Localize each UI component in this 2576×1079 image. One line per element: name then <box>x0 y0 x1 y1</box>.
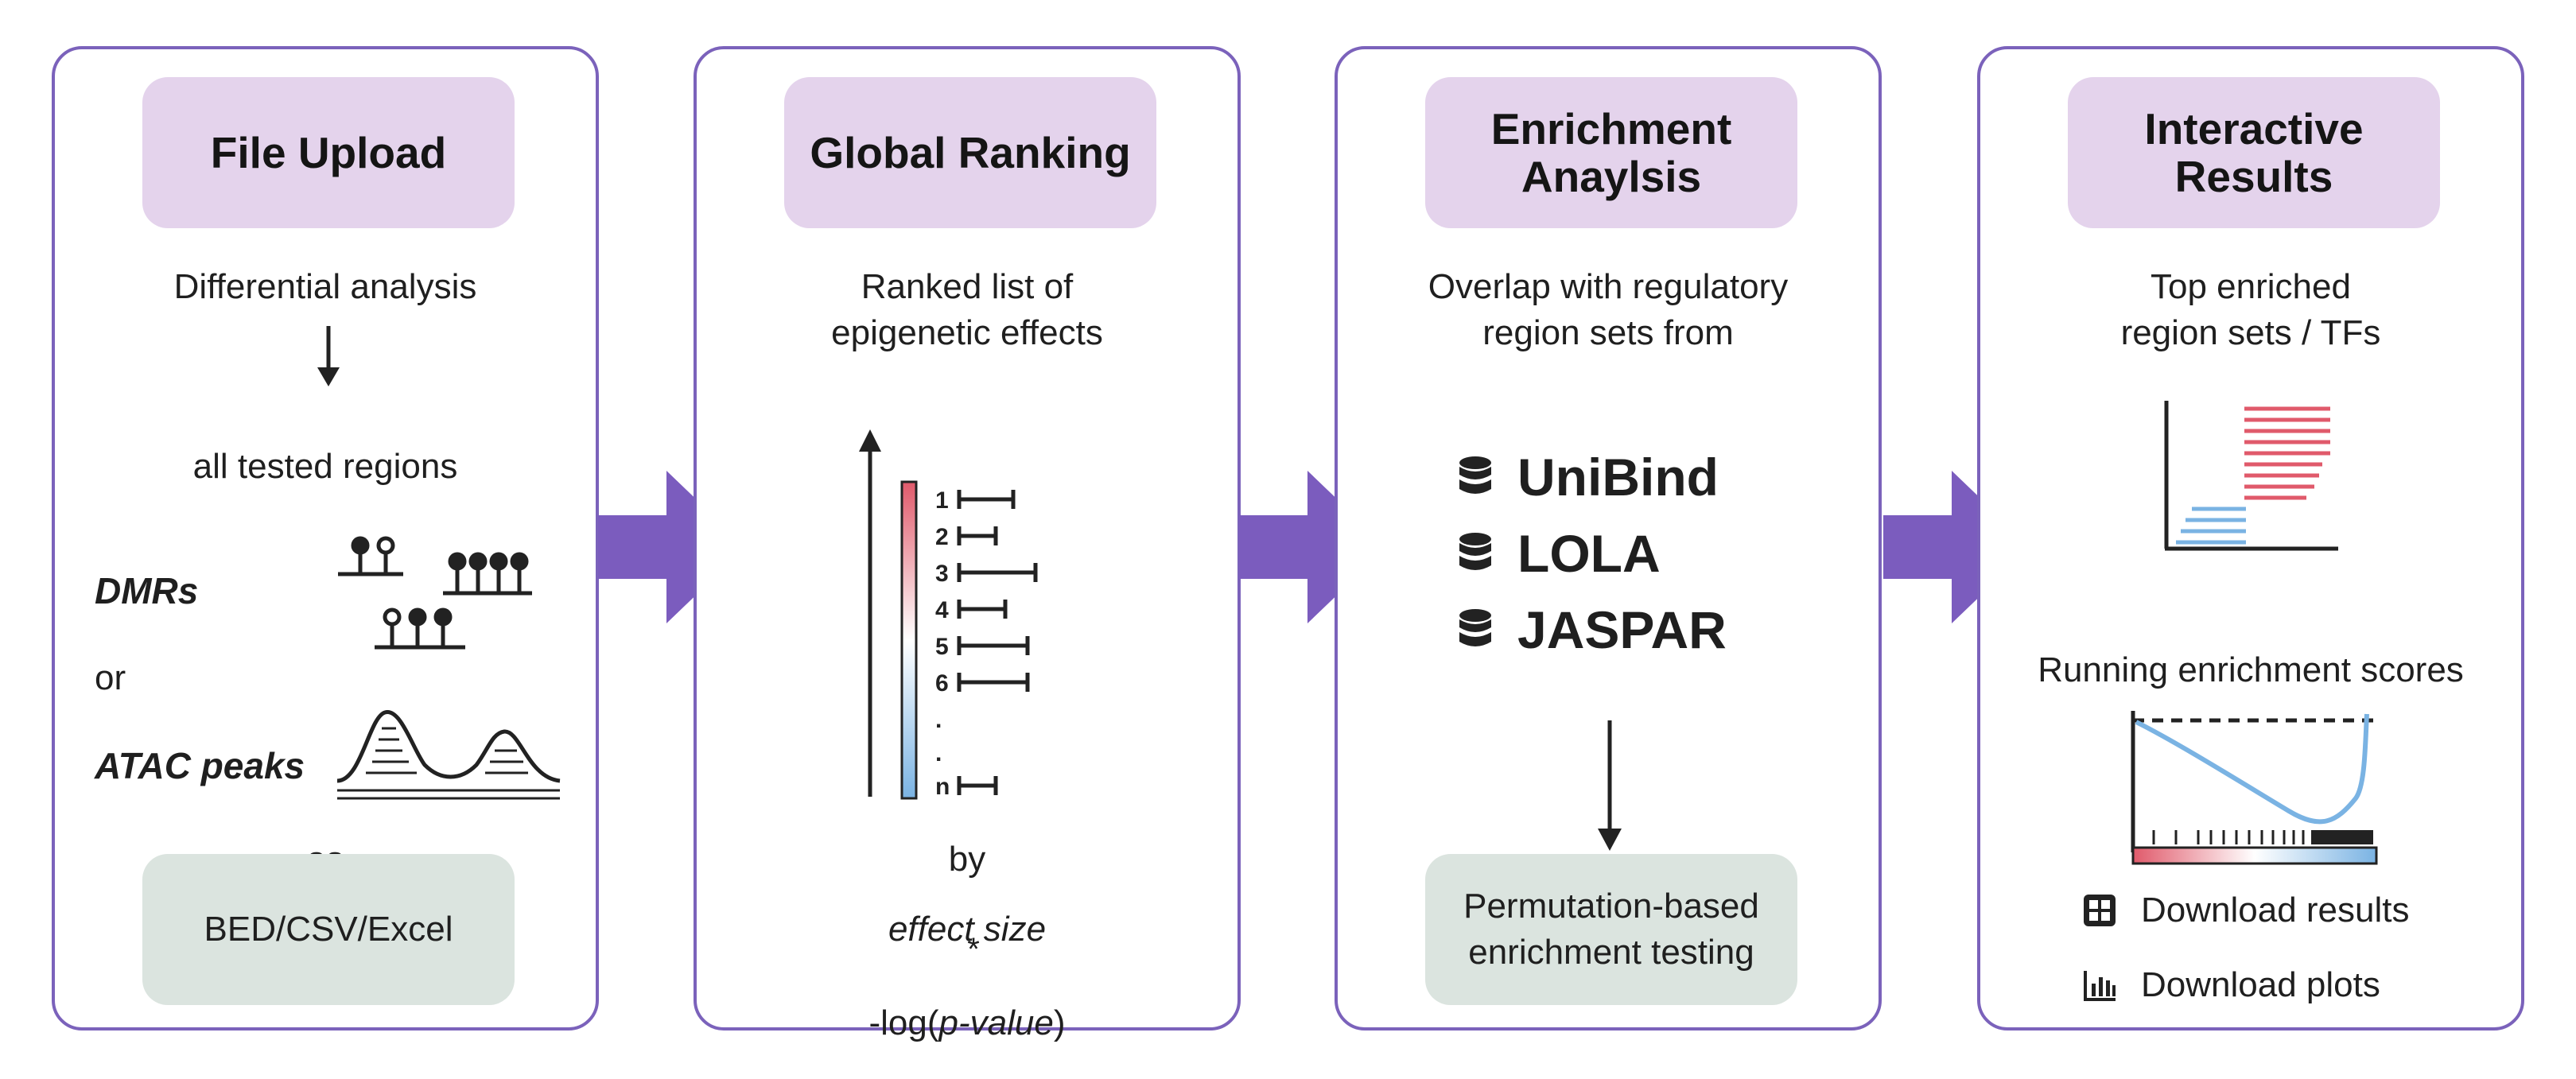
database-name: LOLA <box>1517 524 1661 583</box>
panel-header-global-ranking: Global Ranking <box>784 77 1156 228</box>
top-enriched-text: Top enriched region sets / TFs <box>2120 267 2381 352</box>
download-plots-label: Download plots <box>2141 965 2380 1004</box>
table-icon <box>2084 895 2116 926</box>
down-arrow-icon <box>1598 720 1622 851</box>
ranked-list-text: Ranked list of epigenetic effects <box>831 267 1103 352</box>
rank-label: 1 <box>935 487 949 514</box>
database-item-jaspar: JASPAR <box>1457 600 1727 660</box>
panel-header-interactive-results: Interactive Results <box>2068 77 2440 228</box>
flow-arrow-3 <box>1883 471 2031 623</box>
or-label: or <box>95 658 126 697</box>
enrichment-bar-plot-icon <box>2164 401 2338 551</box>
database-icon <box>1459 609 1491 646</box>
down-arrow-icon <box>317 326 340 386</box>
panel-file-upload: File Upload Differential analysis all te… <box>52 46 599 1030</box>
download-results-label: Download results <box>2141 891 2410 930</box>
all-tested-regions-text: all tested regions <box>192 447 458 486</box>
p-value-text: p-value <box>938 1003 1054 1042</box>
effect-size-label: effect size <box>888 910 1047 949</box>
permutation-testing-box: Permutation-based enrichment testing <box>1425 854 1797 1005</box>
rank-label: 2 <box>935 524 949 550</box>
by-label: by <box>948 840 986 879</box>
database-name: JASPAR <box>1517 600 1727 659</box>
file-formats-box: BED/CSV/Excel <box>142 854 515 1005</box>
flow-arrow-2 <box>1239 471 1387 623</box>
database-item-lola: LOLA <box>1457 523 1661 584</box>
rank-label: 4 <box>935 597 949 623</box>
atac-peaks-label: ATAC peaks <box>95 745 305 786</box>
p-value-star: * <box>967 932 980 967</box>
dmr-label: DMRs <box>95 570 199 611</box>
atac-peaks-icon <box>336 710 561 800</box>
differential-analysis-text: Differential analysis <box>173 267 477 306</box>
rank-label: n <box>935 774 950 800</box>
database-item-unibind: UniBind <box>1457 447 1719 507</box>
download-plots-link[interactable]: Download plots <box>2082 965 2380 1005</box>
rank-label: 6 <box>935 670 949 697</box>
neg-log-p-value-label: -log(p-value) <box>697 954 1237 1046</box>
methylation-lollipops-icon <box>338 536 532 650</box>
database-name: UniBind <box>1517 448 1719 507</box>
rank-label: 5 <box>935 634 949 660</box>
running-enrichment-plot-icon <box>2131 711 2378 865</box>
panel-header-enrichment-analysis: Enrichment Anaylsis <box>1425 77 1797 228</box>
bar-chart-icon <box>2084 971 2116 1001</box>
neg-log-prefix: -log( <box>868 1003 939 1042</box>
panel-header-file-upload: File Upload <box>142 77 515 228</box>
panel-interactive-results: Interactive Results Top enriched region … <box>1977 46 2524 1030</box>
database-icon <box>1459 456 1491 494</box>
rank-label: 3 <box>935 561 949 587</box>
overlap-text: Overlap with regulatory region sets from <box>1428 267 1789 352</box>
ranking-illustration: 1 2 3 4 5 6.. n <box>859 429 1038 800</box>
flow-arrow-1 <box>598 471 746 623</box>
database-icon <box>1459 533 1491 570</box>
neg-log-suffix: ) <box>1053 1003 1066 1042</box>
rank-label: . <box>935 740 942 767</box>
rank-label: . <box>935 707 942 733</box>
running-enrichment-scores-text: Running enrichment scores <box>2038 650 2464 689</box>
download-results-link[interactable]: Download results <box>2082 891 2410 930</box>
panel-global-ranking: Global Ranking Ranked list of epigenetic… <box>694 46 1241 1042</box>
panel-enrichment-analysis: Enrichment Anaylsis Overlap with regulat… <box>1335 46 1882 1030</box>
